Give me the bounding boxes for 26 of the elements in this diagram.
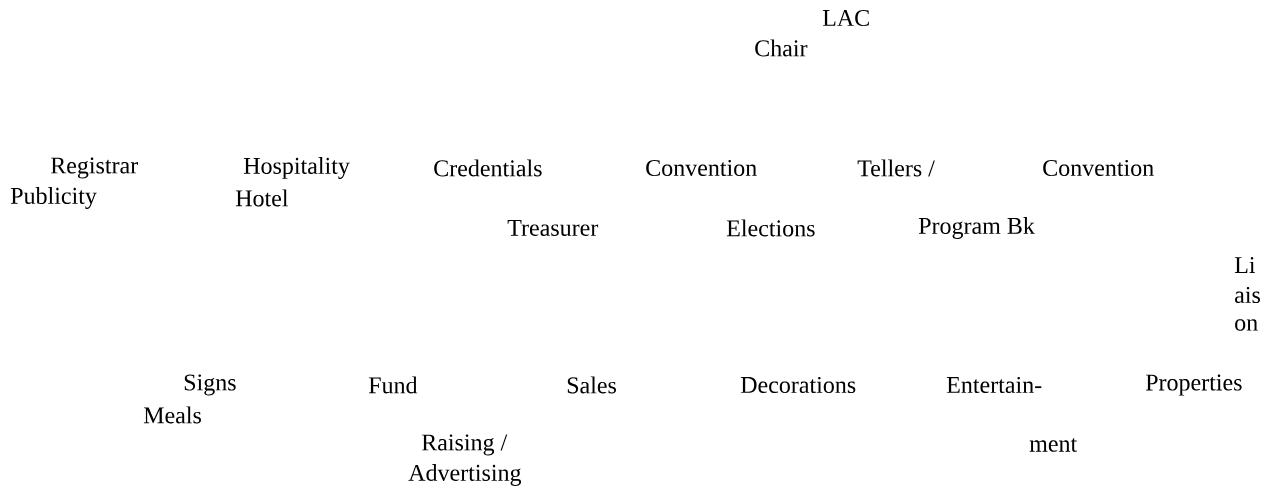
org-label: on [1235,319,1258,331]
org-label: Tellers / [857,159,935,177]
org-label: Decorations [740,376,856,394]
org-label: LAC [822,9,869,27]
org-label: Chair [755,39,808,57]
org-label: Convention [1043,159,1154,177]
org-label: Raising / [421,434,508,456]
org-label: Credentials [434,159,542,177]
org-label: Li [1234,257,1256,273]
org-label: Signs [184,374,236,396]
org-label: Publicity [10,187,97,209]
org-label: Treasurer [507,220,599,236]
org-label: Sales [567,376,616,394]
org-label: Properties [1145,374,1242,396]
org-label: Registrar [50,157,138,179]
org-label: Elections [726,219,815,237]
org-label: Convention [646,159,757,177]
org-label: Advertising [408,464,522,486]
org-label: ais [1235,286,1260,304]
org-label: Hospitality [243,157,350,179]
org-label: Entertain- [946,376,1042,394]
org-label: Meals [143,406,201,424]
org-label: Fund [368,376,418,394]
org-label: Program Bk [918,217,1035,239]
org-label: ment [1029,438,1078,452]
org-label: Hotel [235,189,289,207]
